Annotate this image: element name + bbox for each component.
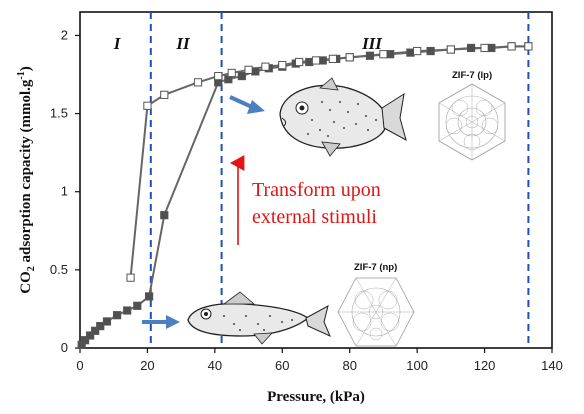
blue-arrow-icon — [229, 95, 265, 114]
x-axis-ticks: 0 20 40 60 80 100 120 140 — [76, 348, 563, 373]
series-layer — [77, 42, 533, 349]
open-square-point — [295, 57, 304, 67]
x-tick-label: 80 — [342, 358, 356, 373]
filled-square-point — [112, 311, 122, 320]
filled-square-point — [133, 301, 142, 310]
x-tick-label: 60 — [275, 358, 289, 373]
filled-square-point — [102, 317, 112, 326]
open-square-point — [193, 78, 203, 87]
open-square-point — [480, 43, 489, 53]
zif7-np-label: ZIF-7 (np) — [354, 262, 397, 273]
filled-square-point — [487, 43, 496, 53]
filled-square-point — [466, 43, 476, 53]
plot-frame — [79, 11, 553, 349]
x-tick-label: 120 — [474, 358, 496, 373]
y-tick-label: 0 — [61, 340, 68, 355]
open-square-point — [413, 46, 422, 56]
zif7-lp-label: ZIF-7 (lp) — [452, 70, 492, 81]
region-label-1: I — [113, 34, 122, 53]
filled-square-point — [96, 322, 105, 331]
pufferfish-inflated-icon — [279, 77, 407, 157]
open-square-point — [345, 53, 354, 62]
pufferfish-deflated-icon — [187, 291, 331, 345]
open-square-point — [214, 71, 223, 81]
filled-square-point — [237, 71, 246, 81]
open-square-point — [143, 101, 152, 110]
open-square-point — [278, 61, 287, 70]
y-tick-label: 1 — [61, 184, 68, 199]
open-square-point — [261, 62, 270, 71]
open-square-point — [311, 56, 321, 65]
filled-square-point — [251, 67, 260, 76]
filled-square-point — [406, 48, 415, 57]
annotation-line-2: external stimuli — [252, 206, 377, 228]
open-square-point — [227, 68, 236, 78]
filled-square-point — [91, 326, 100, 335]
open-square-point — [507, 42, 516, 51]
x-tick-label: 100 — [406, 358, 428, 373]
filled-square-point — [123, 306, 132, 315]
y-tick-label: 2 — [61, 27, 68, 42]
filled-square-point — [426, 46, 435, 56]
filled-square-point — [160, 211, 169, 220]
open-square-point — [446, 45, 455, 54]
filled-square-point — [305, 57, 314, 67]
x-axis-title: Pressure, (kPa) — [267, 389, 365, 405]
blue-arrow-icon — [142, 315, 180, 329]
y-axis-ticks: 0 0.5 1 1.5 2 — [50, 27, 80, 355]
zif7-lp-structure-icon — [438, 83, 506, 161]
x-tick-label: 140 — [541, 358, 563, 373]
x-tick-label: 40 — [208, 358, 222, 373]
y-tick-label: 1.5 — [50, 106, 68, 121]
open-square-point — [328, 54, 337, 63]
filled-square-point — [80, 336, 90, 345]
filled-square-point — [386, 50, 395, 59]
open-square-point — [379, 50, 388, 59]
region-label-3: III — [361, 34, 383, 53]
filled-square-point — [365, 51, 375, 60]
open-square-point — [160, 90, 169, 99]
x-tick-label: 20 — [140, 358, 154, 373]
y-tick-label: 0.5 — [50, 262, 68, 277]
region-label-2: II — [175, 34, 191, 53]
y-axis-title: CO2 adsorption capacity (mmol.g-1) — [16, 66, 37, 294]
filled-square-point — [318, 56, 327, 65]
open-square-point — [126, 273, 135, 282]
filled-square-point — [145, 292, 154, 301]
annotation-line-1: Transform upon — [252, 179, 381, 201]
zif7-np-structure-icon — [337, 277, 415, 347]
open-square-point — [524, 42, 533, 51]
filled-square-point — [86, 331, 95, 340]
x-tick-label: 0 — [76, 358, 83, 373]
open-square-point — [244, 65, 253, 74]
